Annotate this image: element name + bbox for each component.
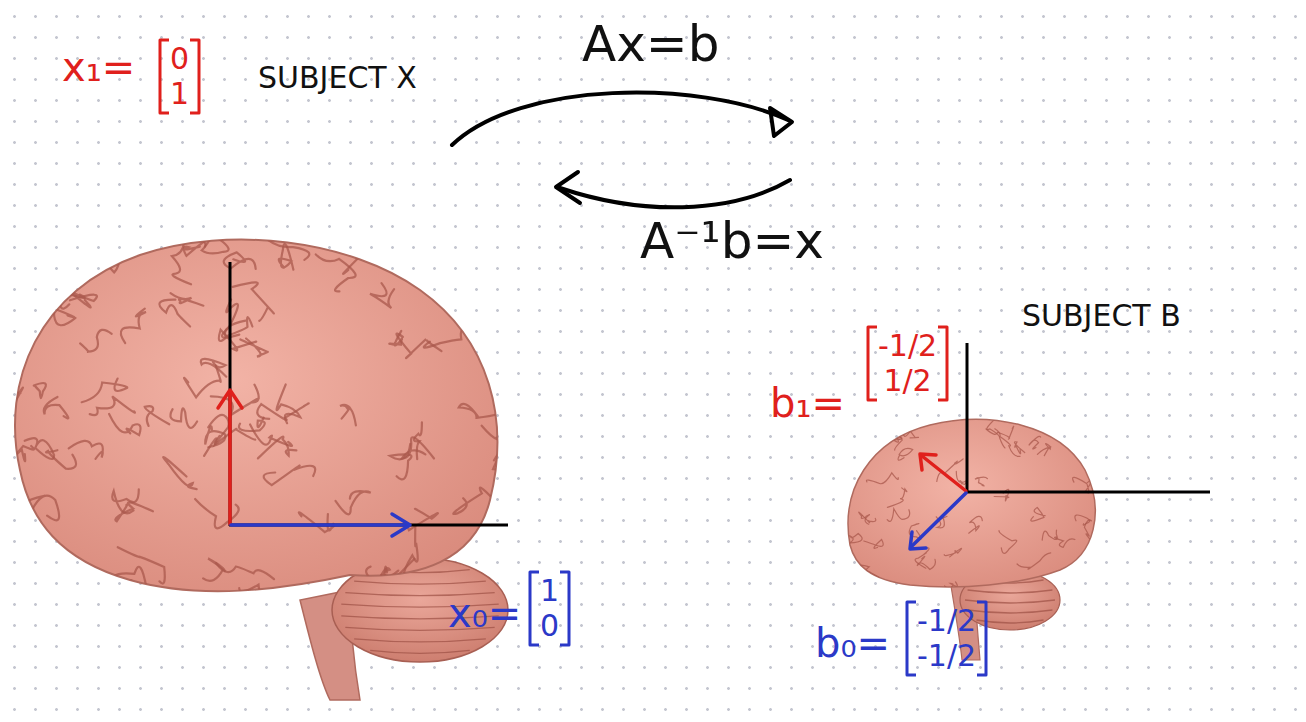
subject-label: SUBJECT B — [1022, 300, 1181, 332]
axis — [966, 343, 969, 493]
equation: A⁻¹b=x — [640, 215, 824, 268]
column-vector: 01 — [158, 38, 201, 115]
column-vector: -1/21/2 — [866, 325, 949, 402]
subject-label: SUBJECT X — [258, 62, 417, 94]
axis — [229, 524, 508, 527]
vector-entry: 1/2 — [878, 364, 937, 399]
gyri — [0, 212, 539, 614]
column-vector: 10 — [528, 570, 571, 647]
basis-vector — [231, 514, 410, 536]
basis-vector — [218, 390, 242, 524]
vector-name: b₀= — [815, 622, 890, 664]
vector-entry: -1/2 — [917, 604, 976, 639]
basis-vector — [920, 454, 966, 491]
equation: Ax=b — [582, 18, 719, 71]
vector-entry: 0 — [540, 609, 559, 644]
axis — [966, 491, 1210, 494]
vector-entry: 0 — [170, 42, 189, 77]
gyri — [828, 400, 1117, 596]
vector-name: x₁= — [62, 46, 135, 88]
cerebrum — [15, 240, 497, 592]
vector-entry: 1 — [170, 77, 189, 112]
vector-name: x₀= — [448, 592, 521, 634]
transform-arrow — [556, 172, 790, 207]
vector-name: b₁= — [770, 382, 845, 424]
vector-entry: -1/2 — [878, 329, 937, 364]
brain-left — [0, 212, 539, 700]
transform-arrow — [452, 93, 792, 145]
cerebrum — [848, 419, 1095, 587]
vector-entry: -1/2 — [917, 639, 976, 674]
vector-entry: 1 — [540, 574, 559, 609]
basis-vector — [910, 493, 966, 549]
column-vector: -1/2-1/2 — [905, 600, 988, 677]
